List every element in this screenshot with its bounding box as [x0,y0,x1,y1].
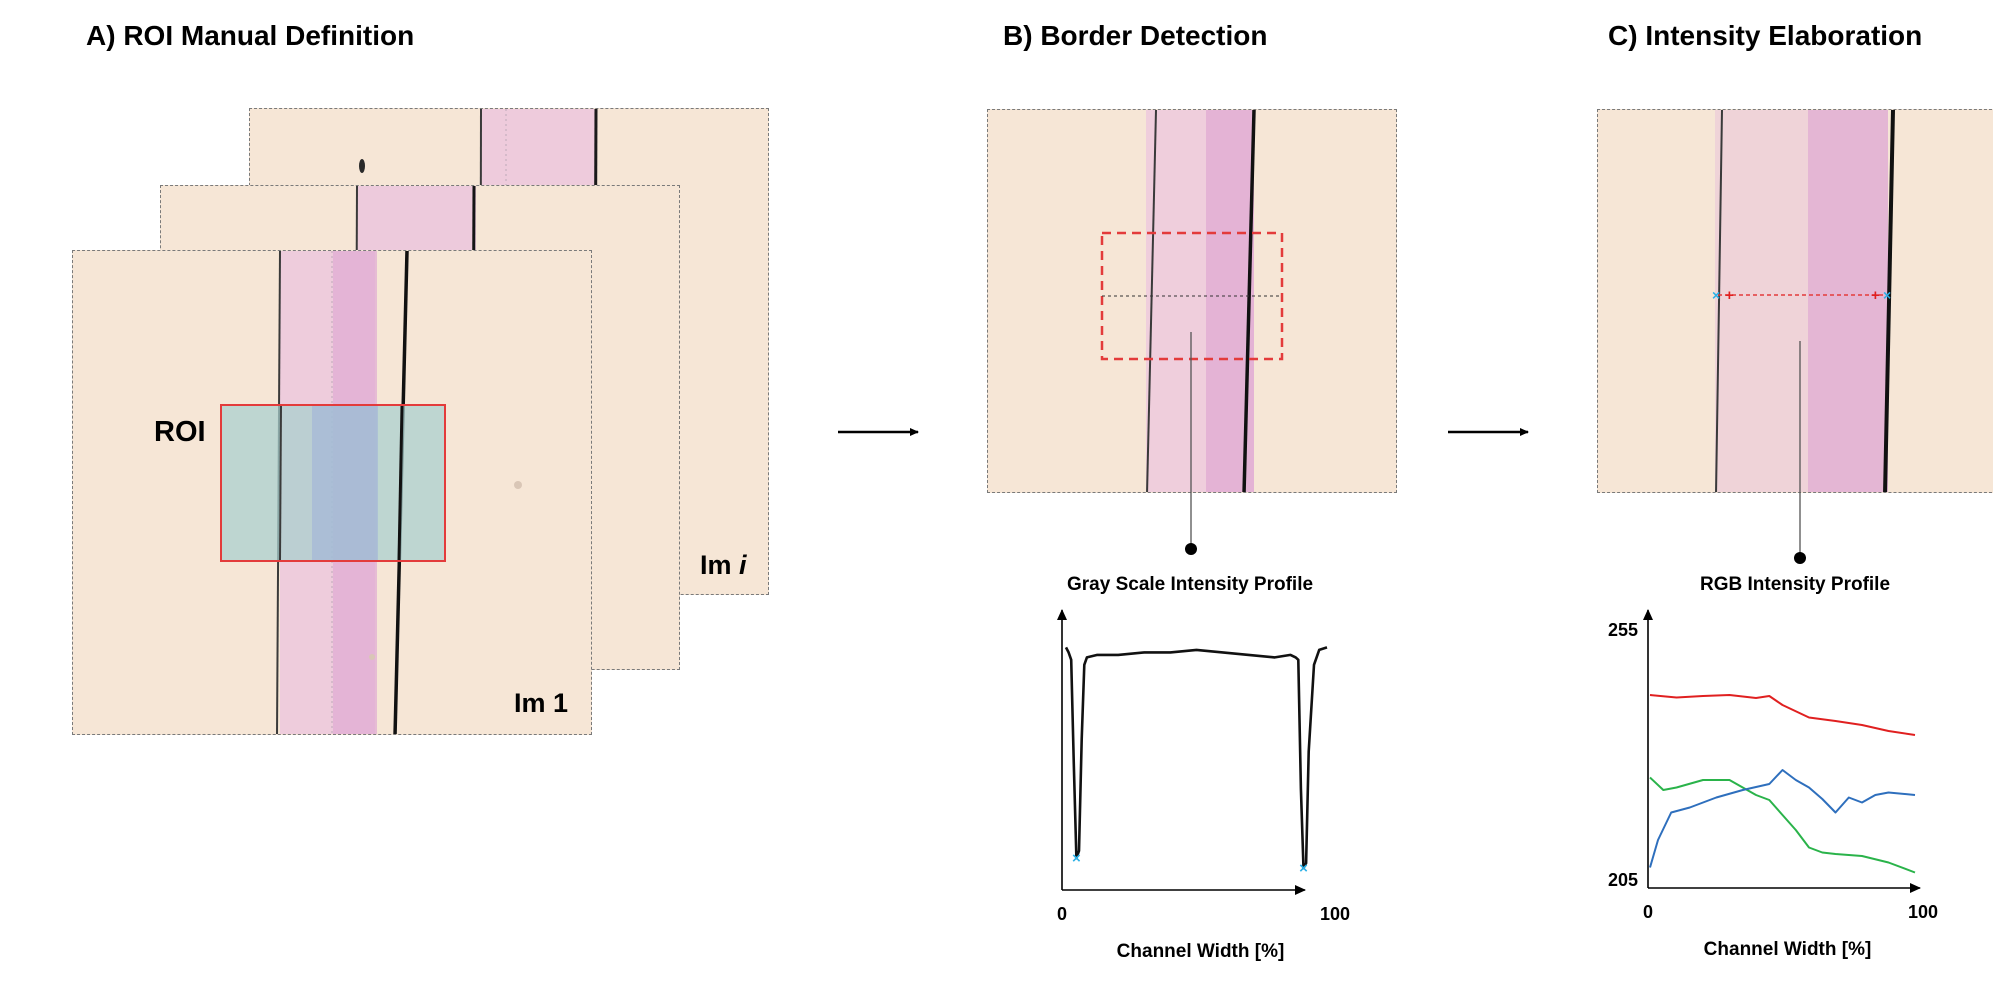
frame-1-label: Im 1 [514,688,569,718]
svg-text:+: + [1725,287,1734,304]
y-tick-label: 205 [1608,870,1638,890]
panel-b-micrograph [1100,110,1284,492]
roi-label: ROI [154,416,206,448]
roi-content [279,406,404,560]
svg-text:×: × [1883,287,1891,303]
x-tick-label: 100 [1320,904,1350,924]
x-tick-label: 0 [1057,904,1067,924]
edge-marker-2: × [1299,860,1308,877]
gray-profile-title: Gray Scale Intensity Profile [1067,574,1314,595]
rgb-profile-title: RGB Intensity Profile [1700,574,1891,595]
panel-a-title: A) ROI Manual Definition [86,20,415,51]
panel-c-image: × + + × [1597,109,1993,493]
panel-b-title: B) Border Detection [1003,20,1268,51]
x-axis-label: Channel Width [%] [1704,939,1872,960]
edge-marker-1: × [1072,850,1081,867]
y-tick-label: 255 [1608,620,1638,640]
gray-intensity-series [1064,646,1328,870]
panel-b-image [987,109,1397,493]
blue-intensity-series [1649,769,1916,868]
green-intensity-series [1649,776,1916,874]
x-tick-label: 100 [1908,902,1938,922]
x-tick-label: 0 [1643,902,1653,922]
panel-c-micrograph: × + + × [1712,110,1895,492]
x-axis-label: Channel Width [%] [1117,941,1285,962]
red-intensity-series [1649,694,1916,736]
svg-text:×: × [1712,287,1720,303]
frame-i-label: Im i [700,550,747,581]
panel-c-title: C) Intensity Elaboration [1608,20,1923,51]
roi-rectangle [220,404,446,562]
svg-text:+: + [1871,287,1880,304]
frame-i-label-prefix: Im [700,550,740,580]
frame-i-label-index: i [739,550,747,580]
